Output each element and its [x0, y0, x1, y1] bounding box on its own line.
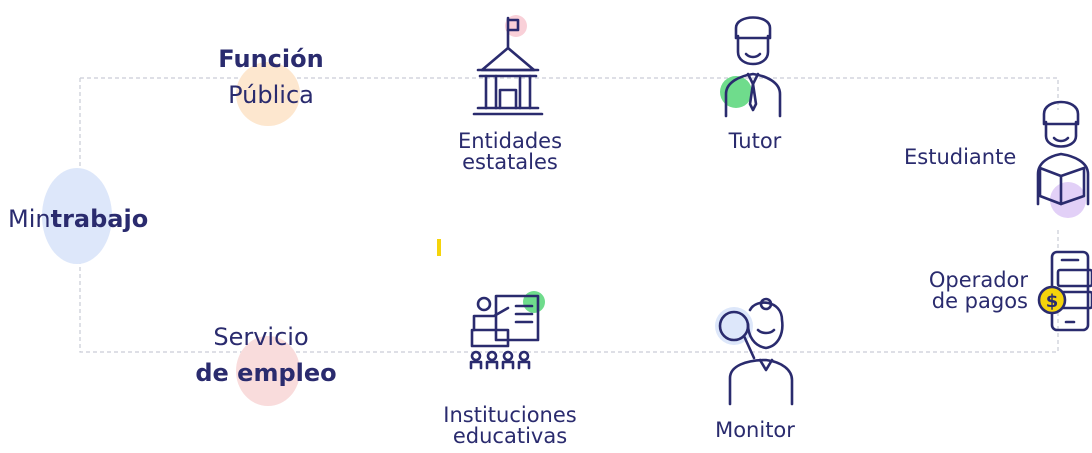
mintrabajo-prefix: Min	[8, 205, 51, 233]
tutor-man-tie-icon	[720, 16, 782, 118]
entidades-line2: estatales	[462, 150, 558, 174]
government-building-flag-icon	[472, 15, 544, 116]
mintrabajo-bold: trabajo	[50, 205, 149, 233]
estudiante-label: Estudiante	[904, 145, 1017, 169]
yellow-accent-mark	[437, 239, 441, 256]
tutor-label: Tutor	[728, 129, 782, 153]
mintrabajo-blob	[42, 168, 112, 264]
svg-text:$: $	[1046, 291, 1059, 312]
funcion-publica-line2: Pública	[228, 81, 314, 109]
monitor-woman-magnifier-icon	[715, 297, 794, 406]
mintrabajo-label: Mintrabajo	[8, 207, 148, 231]
servicio-empleo-blob	[236, 336, 300, 406]
funcion-publica-line1: Función	[218, 45, 324, 73]
operador-line2: de pagos	[931, 289, 1028, 313]
funcion-publica-blob	[236, 62, 300, 126]
student-reading-book-icon	[1036, 100, 1090, 218]
monitor-label: Monitor	[715, 418, 795, 442]
operador-line1: Operador	[928, 268, 1028, 292]
instituciones-line1: Instituciones	[443, 403, 577, 427]
instituciones-line2: educativas	[452, 424, 568, 448]
servicio-empleo-line1: Servicio	[213, 323, 309, 351]
entidades-line1: Entidades	[457, 129, 563, 153]
payment-phone-coin-icon: $	[1037, 250, 1092, 332]
classroom-teacher-icon	[469, 291, 545, 370]
servicio-empleo-line2: de empleo	[195, 359, 337, 387]
